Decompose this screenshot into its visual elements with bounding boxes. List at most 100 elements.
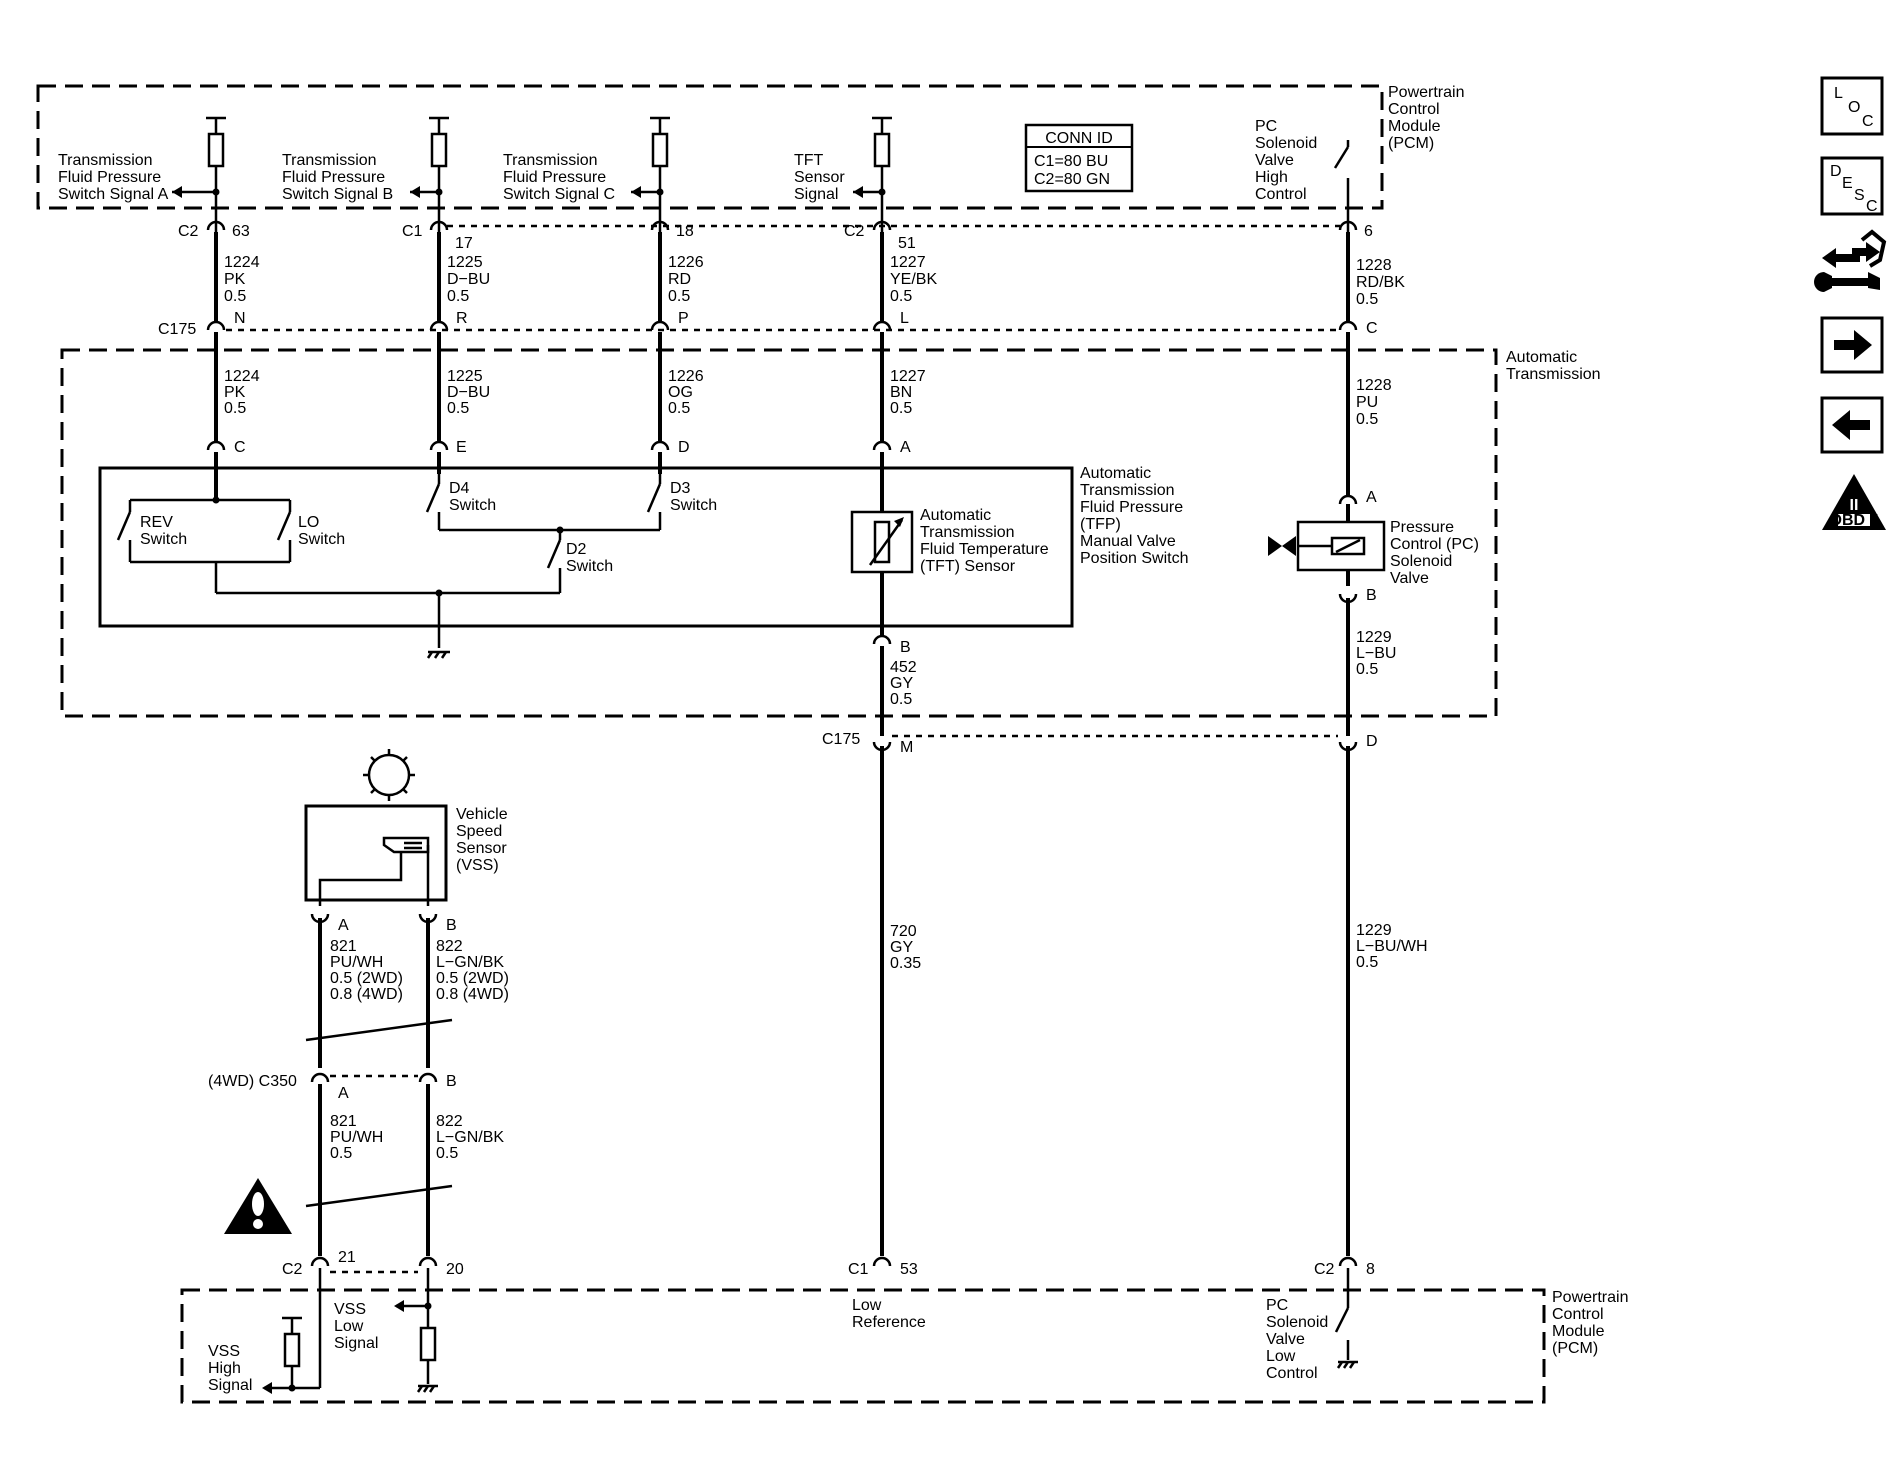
- vss-pin-a: A: [338, 917, 349, 934]
- description-button[interactable]: D E S C: [1820, 156, 1884, 216]
- gear-icon: [363, 749, 415, 801]
- pin-conn-c2-a: C2: [178, 223, 199, 240]
- pin-8: 8: [1366, 1261, 1375, 1278]
- pin-20: 20: [446, 1261, 464, 1278]
- wire-1225-upper: 1225 D−BU 0.5: [447, 254, 495, 305]
- ground-symbol-pc: [1336, 1360, 1358, 1369]
- wire-1225-trans: 1225 D−BU 0.5: [447, 368, 495, 417]
- pcm-bottom-label: Powertrain Control Module (PCM): [1552, 1289, 1633, 1357]
- desc-letter-s: S: [1854, 187, 1865, 204]
- vss-lower-wires: 821 PU/WH 0.5 822 L−GN/BK 0.5: [224, 1084, 508, 1256]
- tfp-pin-c: C: [234, 439, 246, 456]
- pc-solenoid-label: Pressure Control (PC) Solenoid Valve: [1390, 519, 1483, 587]
- d3-switch-label: D3 Switch: [670, 480, 717, 514]
- pcm-top-label: Powertrain Control Module (PCM): [1388, 84, 1469, 152]
- vss-low-signal-label: VSS Low Signal: [334, 1301, 378, 1352]
- c175-bottom-connector: C175 M D: [822, 731, 1378, 756]
- pcm-top-pins: C2 63 C1 17 18 C2 51 6: [178, 220, 1373, 252]
- loc-letter-o: O: [1848, 99, 1860, 116]
- loc-letter-c: C: [1862, 113, 1874, 130]
- wire-821-lower: 821 PU/WH 0.5: [330, 1113, 388, 1162]
- pcm-bottom-pins: C2 21 20 C1 53 C2 8: [282, 1249, 1375, 1278]
- tfp-pin-a: A: [900, 439, 911, 456]
- lo-switch-label: LO Switch: [298, 514, 345, 548]
- loc-letter-l: L: [1834, 85, 1843, 102]
- location-button[interactable]: L O C: [1820, 76, 1884, 136]
- c175-pin-l: L: [900, 310, 909, 327]
- pc-solenoid-pin-b: B: [1366, 587, 1377, 604]
- wire-1226-trans: 1226 OG 0.5: [668, 368, 708, 417]
- obd-numeral: II: [1850, 497, 1859, 514]
- wire-1224-upper: 1224 PK 0.5: [224, 254, 264, 305]
- tfp-pins: C E D A: [206, 439, 911, 456]
- signal-a-label: Transmission Fluid Pressure Switch Signa…: [58, 152, 169, 203]
- c350-pin-a: A: [338, 1085, 349, 1102]
- pc-solenoid-valve: A B Pressure Control (PC) Solenoid Valve…: [1268, 489, 1483, 736]
- tft-signal-label: TFT Sensor Signal: [794, 152, 849, 203]
- vehicle-speed-sensor: Vehicle Speed Sensor (VSS) A B: [304, 749, 512, 934]
- pin-conn-c2-pc: C2: [1314, 1261, 1335, 1278]
- wire-821-upper: 821 PU/WH 0.5 (2WD) 0.8 (4WD): [330, 938, 407, 1003]
- wire-720: 720 GY 0.35: [890, 923, 921, 972]
- wire-822-upper: 822 L−GN/BK 0.5 (2WD) 0.8 (4WD): [436, 938, 513, 1003]
- vss-upper-wires: 821 PU/WH 0.5 (2WD) 0.8 (4WD) 822 L−GN/B…: [305, 918, 513, 1068]
- desc-letter-d: D: [1830, 163, 1842, 180]
- c175-top-connector: C175 N R P L C: [158, 310, 1378, 338]
- wire-1227-trans: 1227 BN 0.5: [890, 368, 930, 417]
- c175-bottom-name: C175: [822, 731, 860, 748]
- conn-id-title: CONN ID: [1045, 130, 1113, 147]
- wire-452: 452 GY 0.5: [890, 659, 921, 708]
- rev-switch-label: REV Switch: [140, 514, 187, 548]
- d2-switch-label: D2 Switch: [566, 541, 613, 575]
- pin-21: 21: [338, 1249, 356, 1266]
- vss-high-signal-label: VSS High Signal: [208, 1343, 252, 1394]
- pin-17: 17: [455, 235, 473, 252]
- ground-symbol-tfp: [426, 650, 450, 659]
- tft-pin-b: B: [900, 639, 911, 656]
- arrow-right-icon: [1834, 330, 1872, 360]
- c175-top-name: C175: [158, 321, 196, 338]
- signal-c-label: Transmission Fluid Pressure Switch Signa…: [503, 152, 615, 203]
- obd-ii-button[interactable]: II OBD II: [1822, 474, 1886, 530]
- c175-pin-c: C: [1366, 320, 1378, 337]
- wire-1228-upper: 1228 RD/BK 0.5: [1356, 257, 1409, 308]
- wire-1224-trans: 1224 PK 0.5: [224, 368, 264, 417]
- c175-pin-r: R: [456, 310, 468, 327]
- pc-high-control-label: PC Solenoid Valve High Control: [1255, 118, 1322, 203]
- pcm-top-module: Powertrain Control Module (PCM): [36, 84, 1469, 210]
- pcm-top-inputs: [172, 116, 1350, 232]
- pin-conn-c2-vss: C2: [282, 1261, 303, 1278]
- ground-symbol-vss: [416, 1384, 438, 1393]
- tft-sensor-label: Automatic Transmission Fluid Temperature…: [920, 507, 1053, 575]
- next-page-button[interactable]: [1820, 316, 1884, 374]
- wrench-arrows-icon: [1814, 229, 1887, 292]
- tft-ground-side: B 452 GY 0.5: [872, 634, 921, 736]
- automatic-transmission-label: Automatic Transmission: [1506, 349, 1601, 383]
- wire-822-lower: 822 L−GN/BK 0.5: [436, 1113, 508, 1162]
- schematic-button[interactable]: [1814, 229, 1887, 292]
- vss-label: Vehicle Speed Sensor (VSS): [456, 806, 512, 874]
- lower-long-wires: 720 GY 0.35 1229 L−BU/WH 0.5: [880, 746, 1432, 1256]
- pc-low-control-label: PC Solenoid Valve Low Control: [1266, 1297, 1333, 1382]
- caution-icon: [224, 1178, 292, 1234]
- pcm-bottom-module: Powertrain Control Module (PCM): [180, 1288, 1633, 1404]
- wire-1226-upper: 1226 RD 0.5: [668, 254, 708, 305]
- low-reference-label: Low Reference: [852, 1297, 926, 1331]
- upper-wires: 1224 PK 0.5 1225 D−BU 0.5 1226 RD 0.5 12…: [214, 232, 1409, 322]
- d4-switch-label: D4 Switch: [449, 480, 496, 514]
- obd-label: OBD II: [1830, 512, 1879, 529]
- pin-conn-c1-ref: C1: [848, 1261, 869, 1278]
- c175-pin-d: D: [1366, 733, 1378, 750]
- c175-pin-m: M: [900, 739, 913, 756]
- trans-wires: 1224 PK 0.5 1225 D−BU 0.5 1226 OG 0.5 12…: [214, 332, 1392, 496]
- pin-6: 6: [1364, 223, 1373, 240]
- arrow-left-icon: [1832, 410, 1870, 440]
- tfp-switch-assembly: REV Switch LO Switch D4 Switch D3 Switch…: [98, 452, 1189, 659]
- pcm-bottom-internals: VSS High Signal VSS Low Signal Low Refer…: [208, 1268, 1358, 1394]
- vss-pin-b: B: [446, 917, 457, 934]
- c175-pin-n: N: [234, 310, 246, 327]
- wire-1229-lower: 1229 L−BU/WH 0.5: [1356, 922, 1432, 971]
- conn-id-line-1: C1=80 BU: [1034, 153, 1108, 170]
- previous-page-button[interactable]: [1820, 396, 1884, 454]
- automatic-transmission-box: Automatic Transmission: [60, 348, 1601, 718]
